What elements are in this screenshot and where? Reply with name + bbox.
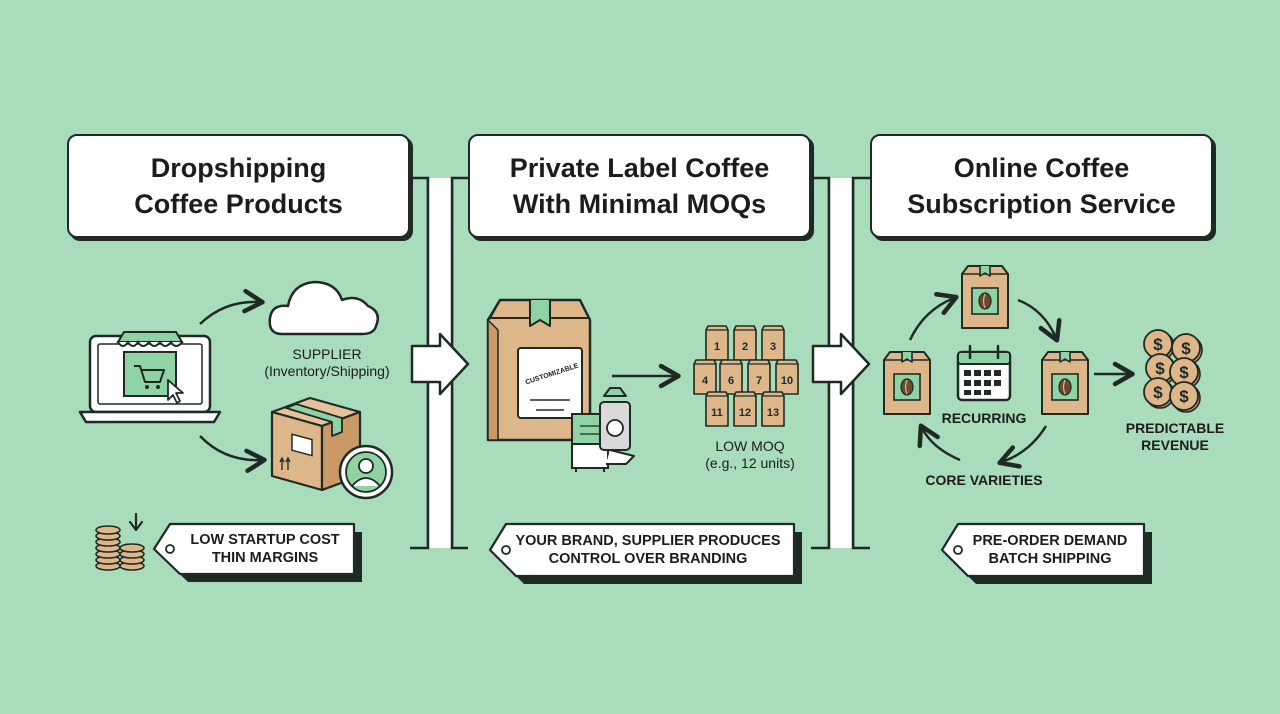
svg-text:$: $ bbox=[1153, 383, 1163, 402]
tag-text-3: PRE-ORDER DEMAND BATCH SHIPPING bbox=[966, 532, 1134, 568]
coins-down-icon bbox=[95, 512, 145, 571]
core-varieties-label: CORE VARIETIES bbox=[925, 472, 1043, 488]
unit-bag: 10 bbox=[775, 359, 799, 395]
unit-bag: 11 bbox=[705, 391, 729, 427]
cycle-arrow-bottom-left bbox=[917, 423, 961, 462]
dollar-coins-icon: $ $ $ $ $ $ bbox=[1143, 329, 1203, 413]
unit-bag: 12 bbox=[733, 391, 757, 427]
tag-shape-3 bbox=[940, 522, 1152, 584]
title-line-1: Dropshipping bbox=[150, 153, 327, 183]
predictable-revenue-label: PREDICTABLE REVENUE bbox=[1110, 420, 1240, 454]
cycle-arrow-bottom-right bbox=[997, 425, 1048, 469]
revenue-line-1: PREDICTABLE bbox=[1125, 420, 1225, 436]
tag-1-line-2: THIN MARGINS bbox=[211, 550, 319, 566]
laptop-store-icon bbox=[78, 331, 222, 424]
tag-1-line-1: LOW STARTUP COST bbox=[190, 532, 340, 548]
dollar-coin: $ bbox=[1143, 329, 1175, 361]
package-icon bbox=[270, 396, 362, 492]
tag-text-2: YOUR BRAND, SUPPLIER PRODUCES CONTROL OV… bbox=[512, 532, 784, 568]
tag-text-1: LOW STARTUP COST THIN MARGINS bbox=[180, 531, 350, 567]
unit-number: 3 bbox=[770, 341, 776, 353]
tag-2-line-1: YOUR BRAND, SUPPLIER PRODUCES bbox=[515, 533, 781, 549]
flow-arrow-1 bbox=[410, 332, 470, 396]
unit-number: 10 bbox=[781, 375, 793, 387]
tag-3-line-1: PRE-ORDER DEMAND bbox=[972, 533, 1128, 549]
coffee-bag-top-icon bbox=[961, 265, 1009, 329]
svg-text:$: $ bbox=[1179, 363, 1189, 382]
svg-text:$: $ bbox=[1153, 335, 1163, 354]
recurring-label: RECURRING bbox=[941, 410, 1027, 426]
coffee-bag-right-icon bbox=[1041, 351, 1089, 415]
unit-number: 4 bbox=[702, 375, 709, 387]
cycle-arrow-top-left bbox=[908, 292, 959, 341]
cycle-arrow-top-right bbox=[1017, 298, 1062, 343]
title-line-2: Coffee Products bbox=[134, 189, 343, 219]
unit-bag: 13 bbox=[761, 391, 785, 427]
title-subscription: Online Coffee Subscription Service bbox=[870, 134, 1213, 238]
unit-number: 6 bbox=[728, 375, 734, 387]
unit-number: 13 bbox=[767, 407, 779, 419]
dollar-coin: $ bbox=[1169, 357, 1201, 389]
svg-text:$: $ bbox=[1179, 387, 1189, 406]
arrow-to-supplier bbox=[199, 288, 265, 325]
cloud-icon bbox=[268, 280, 379, 336]
unit-bag: 7 bbox=[747, 359, 771, 395]
dollar-coin: $ bbox=[1145, 353, 1177, 385]
calendar-icon bbox=[956, 344, 1012, 402]
moq-subtitle: (e.g., 12 units) bbox=[705, 455, 795, 471]
tag-2-line-2: CONTROL OVER BRANDING bbox=[548, 551, 748, 567]
moq-label: LOW MOQ (e.g., 12 units) bbox=[680, 438, 820, 472]
unit-number: 2 bbox=[742, 341, 748, 353]
dollar-coin: $ bbox=[1171, 333, 1203, 365]
coffee-bag-large-icon bbox=[486, 298, 592, 442]
dollar-coin: $ bbox=[1169, 381, 1201, 413]
svg-text:$: $ bbox=[1181, 339, 1191, 358]
supplier-title: SUPPLIER bbox=[292, 346, 362, 362]
tag-3-line-2: BATCH SHIPPING bbox=[988, 551, 1112, 567]
title-line-2: Subscription Service bbox=[907, 189, 1176, 219]
unit-bag: 6 bbox=[719, 359, 743, 395]
title-line-2: With Minimal MOQs bbox=[512, 189, 767, 219]
customer-icon bbox=[338, 444, 394, 500]
supplier-subtitle: (Inventory/Shipping) bbox=[264, 363, 390, 379]
unit-number: 1 bbox=[714, 341, 720, 353]
title-line-1: Online Coffee bbox=[953, 153, 1130, 183]
unit-number: 7 bbox=[756, 375, 762, 387]
unit-bag: 4 bbox=[693, 359, 717, 395]
revenue-line-2: REVENUE bbox=[1141, 437, 1209, 453]
roaster-machine-icon bbox=[571, 387, 635, 472]
unit-bag: 2 bbox=[733, 325, 757, 361]
unit-number: 11 bbox=[711, 407, 723, 419]
dollar-coin: $ bbox=[1143, 377, 1175, 409]
title-line-1: Private Label Coffee bbox=[509, 153, 770, 183]
supplier-label: SUPPLIER (Inventory/Shipping) bbox=[252, 346, 402, 380]
unit-number: 12 bbox=[739, 407, 751, 419]
moq-title: LOW MOQ bbox=[715, 438, 785, 454]
flow-arrow-2 bbox=[811, 332, 871, 396]
tag-shape-1 bbox=[152, 522, 362, 582]
svg-text:$: $ bbox=[1155, 359, 1165, 378]
arrow-to-package bbox=[199, 435, 267, 474]
unit-bag: 3 bbox=[761, 325, 785, 361]
title-dropshipping: Dropshipping Coffee Products bbox=[67, 134, 410, 238]
unit-bag: 1 bbox=[705, 325, 729, 361]
coffee-bag-left-icon bbox=[883, 351, 931, 415]
tag-shape-2 bbox=[488, 522, 802, 584]
title-private-label: Private Label Coffee With Minimal MOQs bbox=[468, 134, 811, 238]
